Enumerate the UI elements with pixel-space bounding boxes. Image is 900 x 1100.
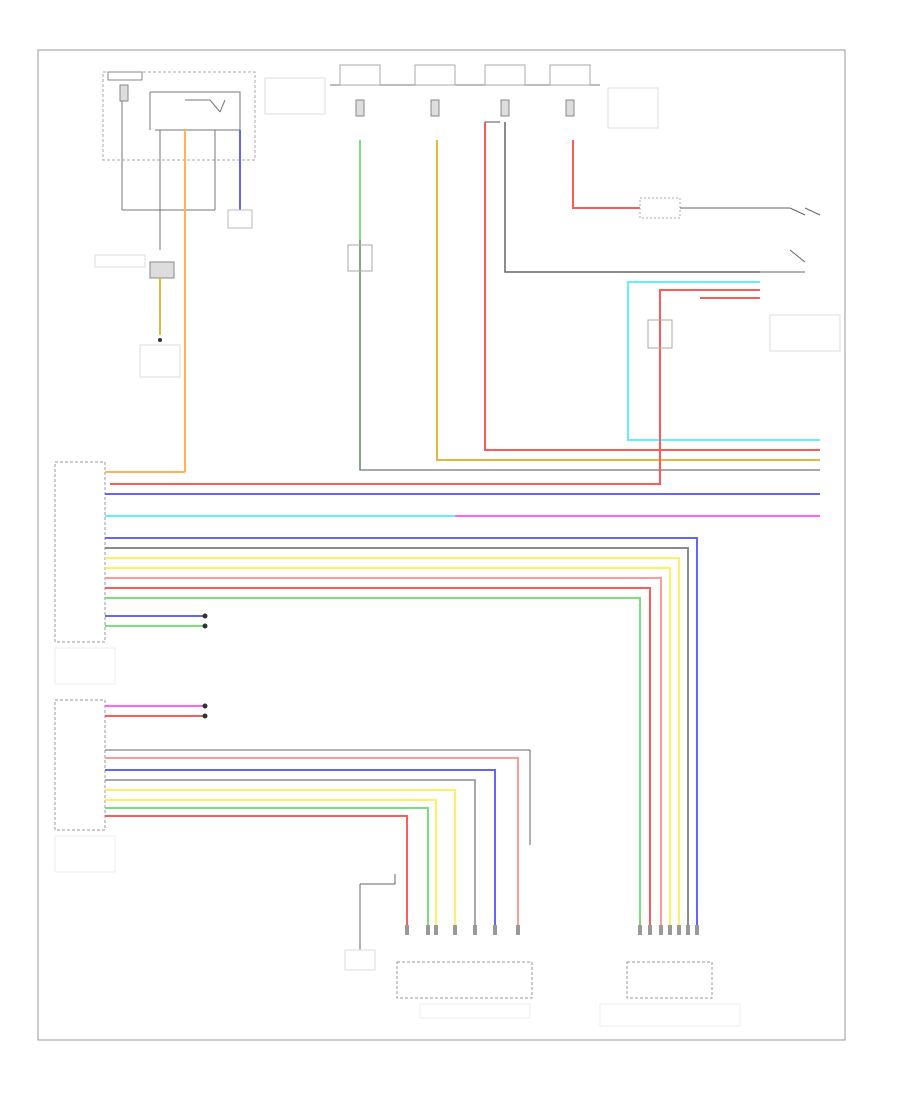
fuse-2-box (414, 64, 456, 86)
connector-pin (677, 925, 681, 935)
blue-skid-wire (105, 769, 496, 930)
ground-label-bottom (344, 949, 376, 971)
light-red-skid-wire (105, 757, 519, 930)
yaw-rate-sensor-label (419, 1003, 531, 1019)
stop-lamp-switch (760, 207, 841, 352)
can-junction-1 (202, 613, 208, 619)
switch-contact-2 (789, 249, 806, 263)
red-loop-wire (110, 289, 760, 485)
connector-pin (668, 925, 672, 935)
black-fuse-wire (504, 122, 760, 273)
connector-pin (638, 925, 642, 935)
yaw-rate-sensor (396, 961, 533, 1019)
black-shield-wire (105, 749, 531, 845)
yellow-bus-wire-2 (105, 567, 671, 930)
fuse-3-box (484, 64, 526, 86)
red-stop-wire (572, 140, 640, 209)
stop-connector (639, 197, 681, 219)
skid-control-ecu-label (54, 835, 116, 873)
ground-point (158, 338, 162, 342)
gray-skid-wire (105, 779, 476, 930)
fuse-4-box (549, 64, 591, 86)
connector-ticks (405, 925, 699, 935)
connector-pin (434, 925, 438, 935)
gray-bus-wire (105, 547, 689, 930)
relay-switch (185, 99, 226, 113)
connector-pin (648, 925, 652, 935)
fuse-4 (565, 99, 575, 117)
ground-label-box (227, 209, 253, 229)
skid-junction-1 (202, 703, 208, 709)
blue-bus-wire (105, 537, 698, 930)
relay-fuse (119, 84, 129, 102)
steering-sensor (599, 961, 741, 1027)
skid-junction-2 (202, 713, 208, 719)
ground-label (139, 344, 181, 378)
connector-pin (493, 925, 497, 935)
connector-pin (473, 925, 477, 935)
connector-pin (426, 925, 430, 935)
red-skid-wire-2 (105, 815, 408, 930)
yellow-bus-wire-1 (105, 557, 680, 930)
switch-contact-1 (789, 207, 821, 216)
connector-pin (686, 925, 690, 935)
cyan-loop-wire (627, 281, 820, 441)
gray-feed-wire (359, 240, 820, 471)
green-bus-wire (105, 597, 641, 930)
red-bus-wire (105, 587, 651, 930)
connector-label (94, 254, 146, 268)
ignition-relay-block (94, 71, 326, 472)
junction-connector (149, 261, 175, 279)
relay-coil-wire (149, 91, 241, 130)
power-management-ecu-label (54, 647, 116, 685)
red-fuse-wire (484, 122, 820, 451)
connector-pin (453, 925, 457, 935)
fuse-1-box (339, 64, 381, 86)
yellow-skid-wire (105, 789, 456, 930)
steering-sensor-label (599, 1003, 741, 1027)
connector-pin (659, 925, 663, 935)
light-red-bus-wire (105, 577, 662, 930)
fuse-3 (500, 99, 510, 117)
can-junction-2 (202, 623, 208, 629)
connector-pin (516, 925, 520, 935)
green-skid-wire (105, 807, 429, 930)
relay-label-box (264, 77, 326, 115)
gold-fuse-wire (436, 140, 820, 461)
fuse-panel (330, 64, 659, 129)
fuse-1 (355, 99, 365, 117)
connector-pin (405, 925, 409, 935)
ground-wire (360, 874, 396, 885)
inline-connector (347, 244, 373, 272)
steering-sensor-box (626, 961, 713, 999)
fuse-2 (430, 99, 440, 117)
power-management-ecu-box (54, 461, 106, 643)
yellow-skid-wire-2 (105, 799, 437, 930)
fuse-panel-label (607, 87, 659, 129)
connector-pin (695, 925, 699, 935)
stop-lamp-label (769, 314, 841, 352)
relay-block-outline (102, 71, 256, 161)
relay-fuse-label-box (107, 71, 143, 81)
yaw-rate-sensor-box (396, 961, 533, 999)
diagram-frame (37, 49, 846, 1041)
skid-control-ecu-box (54, 699, 106, 831)
loop-connector (647, 319, 673, 349)
